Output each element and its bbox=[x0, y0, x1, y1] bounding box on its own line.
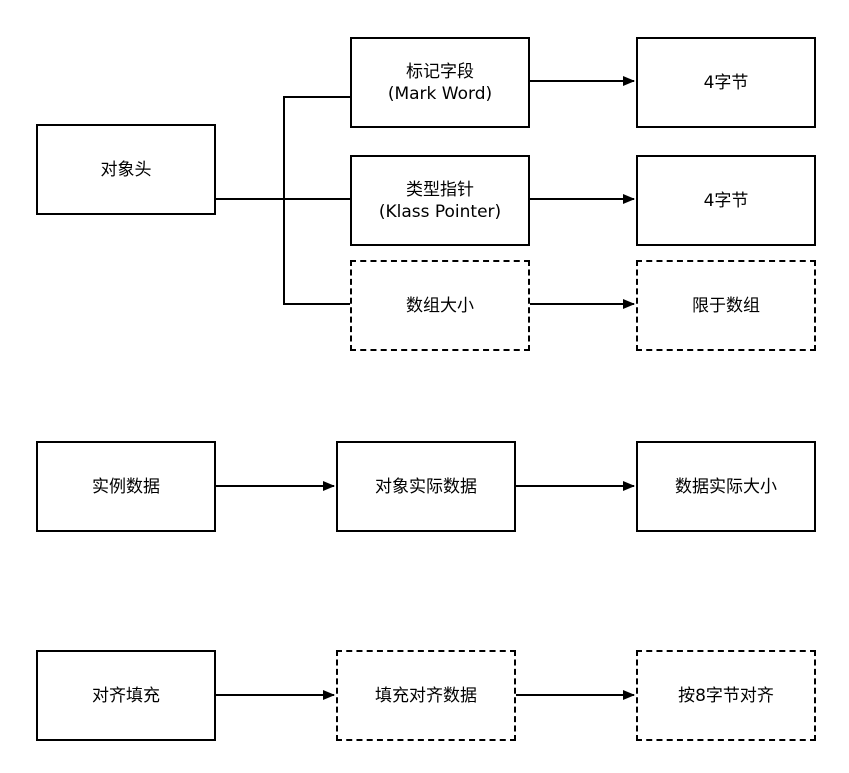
alignment-padding-node: 对齐填充 bbox=[36, 650, 216, 741]
klass-pointer-sublabel: (Klass Pointer) bbox=[378, 201, 502, 222]
object-actual-data-node: 对象实际数据 bbox=[336, 441, 516, 532]
klass-pointer-label: 类型指针 bbox=[406, 179, 474, 200]
array-only-node: 限于数组 bbox=[636, 260, 816, 351]
edge-header-to-array-size bbox=[283, 199, 350, 305]
mark-word-size-node: 4字节 bbox=[636, 37, 816, 128]
instance-data-label: 实例数据 bbox=[92, 476, 160, 497]
edge-header-to-mark-word bbox=[216, 96, 350, 200]
data-actual-size-node: 数据实际大小 bbox=[636, 441, 816, 532]
mark-word-sublabel: (Mark Word) bbox=[387, 83, 493, 104]
array-size-node: 数组大小 bbox=[350, 260, 530, 351]
array-size-label: 数组大小 bbox=[406, 295, 474, 316]
align-8-bytes-label: 按8字节对齐 bbox=[678, 685, 774, 706]
object-actual-data-label: 对象实际数据 bbox=[375, 476, 477, 497]
klass-pointer-size-node: 4字节 bbox=[636, 155, 816, 246]
instance-data-node: 实例数据 bbox=[36, 441, 216, 532]
object-header-node: 对象头 bbox=[36, 124, 216, 215]
mark-word-node: 标记字段 (Mark Word) bbox=[350, 37, 530, 128]
padding-data-node: 填充对齐数据 bbox=[336, 650, 516, 741]
array-only-label: 限于数组 bbox=[692, 295, 760, 316]
align-8-bytes-node: 按8字节对齐 bbox=[636, 650, 816, 741]
mark-word-label: 标记字段 bbox=[406, 61, 474, 82]
klass-pointer-node: 类型指针 (Klass Pointer) bbox=[350, 155, 530, 246]
mark-word-size-label: 4字节 bbox=[703, 72, 749, 93]
klass-pointer-size-label: 4字节 bbox=[703, 190, 749, 211]
object-header-label: 对象头 bbox=[100, 159, 152, 180]
padding-data-label: 填充对齐数据 bbox=[375, 685, 477, 706]
alignment-padding-label: 对齐填充 bbox=[92, 685, 160, 706]
data-actual-size-label: 数据实际大小 bbox=[675, 476, 777, 497]
